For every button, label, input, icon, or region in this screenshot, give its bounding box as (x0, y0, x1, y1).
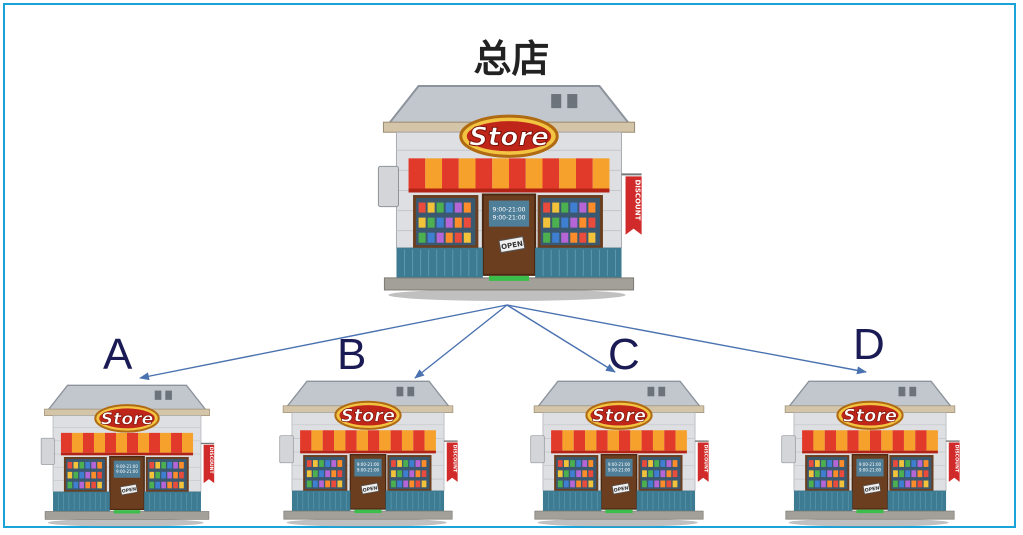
svg-text:9:00-21:00: 9:00-21:00 (608, 462, 631, 467)
branch-label-b: B (337, 330, 367, 379)
svg-text:9:00-21:00: 9:00-21:00 (492, 215, 525, 222)
root-store-illustration: 9:00-21:00 9:00-21:00 OPEN DISCOUNT (377, 85, 643, 302)
svg-text:DISCOUNT: DISCOUNT (703, 445, 709, 473)
arrow-to-c (506, 304, 616, 373)
svg-text:9:00-21:00: 9:00-21:00 (357, 468, 380, 473)
arrow-to-d (506, 304, 867, 375)
svg-text:Store: Store (592, 406, 646, 426)
svg-text:OPEN: OPEN (500, 239, 523, 252)
arrow-to-b (414, 304, 508, 379)
svg-text:Store: Store (469, 122, 549, 152)
root-store-title: 总店 (473, 37, 550, 81)
svg-text:OPEN: OPEN (121, 486, 136, 494)
svg-text:DISCOUNT: DISCOUNT (634, 179, 643, 220)
svg-text:9:00-21:00: 9:00-21:00 (357, 462, 380, 467)
svg-text:OPEN: OPEN (362, 485, 378, 493)
svg-text:OPEN: OPEN (864, 485, 880, 493)
diagram-frame (3, 3, 1016, 528)
svg-text:DISCOUNT: DISCOUNT (954, 445, 960, 473)
svg-text:9:00-21:00: 9:00-21:00 (492, 207, 525, 214)
branch-store-d-illustration: 9:00-21:00 9:00-21:00 OPEN DISCOUNT (781, 380, 960, 527)
svg-text:9:00-21:00: 9:00-21:00 (859, 462, 882, 467)
svg-text:DISCOUNT: DISCOUNT (452, 445, 458, 473)
branch-label-c: C (608, 330, 640, 379)
svg-text:9:00-21:00: 9:00-21:00 (859, 468, 882, 473)
svg-text:9:00-21:00: 9:00-21:00 (116, 464, 138, 469)
branch-label-a: A (103, 330, 133, 379)
svg-text:Store: Store (843, 406, 897, 426)
svg-text:9:00-21:00: 9:00-21:00 (116, 469, 138, 474)
arrow-to-a (139, 304, 508, 381)
branch-store-a-illustration: 9:00-21:00 9:00-21:00 OPEN DISCOUNT (40, 384, 214, 527)
svg-text:DISCOUNT: DISCOUNT (208, 447, 214, 475)
svg-text:Store: Store (341, 406, 395, 426)
svg-text:9:00-21:00: 9:00-21:00 (608, 468, 631, 473)
svg-text:Store: Store (101, 409, 153, 429)
svg-text:OPEN: OPEN (613, 485, 629, 493)
branch-label-d: D (853, 320, 885, 369)
branch-store-b-illustration: 9:00-21:00 9:00-21:00 OPEN DISCOUNT (279, 380, 458, 527)
branch-store-c-illustration: 9:00-21:00 9:00-21:00 OPEN DISCOUNT (530, 380, 709, 527)
